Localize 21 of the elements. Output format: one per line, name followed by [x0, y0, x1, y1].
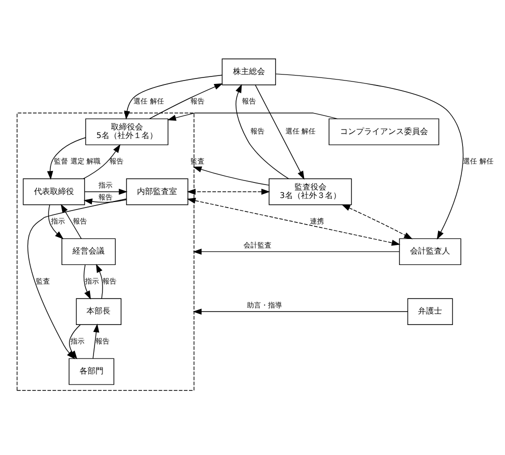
edge-label: 選任 解任	[134, 96, 164, 106]
edge-label: 報告	[242, 96, 256, 106]
edge-label: 報告	[72, 216, 87, 226]
edge-label: 監査	[190, 156, 205, 166]
edge-label: 報告	[95, 336, 110, 346]
edge-label: 報告	[190, 96, 205, 106]
edge-label: 監督 選定 解職	[54, 156, 101, 166]
edge-label: 会計監査	[243, 240, 272, 250]
edge-label: 選任 解任	[463, 156, 494, 166]
edge-label: 連携	[310, 216, 324, 226]
edge-label: 報告	[250, 126, 265, 136]
edge-label: 指示	[98, 180, 113, 190]
edge-label: 指示	[51, 216, 66, 226]
edge-label: 指示	[70, 336, 85, 346]
edge-label: 選任 解任	[285, 126, 316, 136]
edge-label: 指示	[85, 276, 100, 286]
edge-label: 報告	[102, 276, 117, 286]
edge-label: 報告	[98, 192, 113, 202]
edge-label: 助言・指導	[246, 300, 282, 310]
edge-label: 報告	[110, 156, 124, 166]
edge-label: 監査	[36, 276, 50, 286]
